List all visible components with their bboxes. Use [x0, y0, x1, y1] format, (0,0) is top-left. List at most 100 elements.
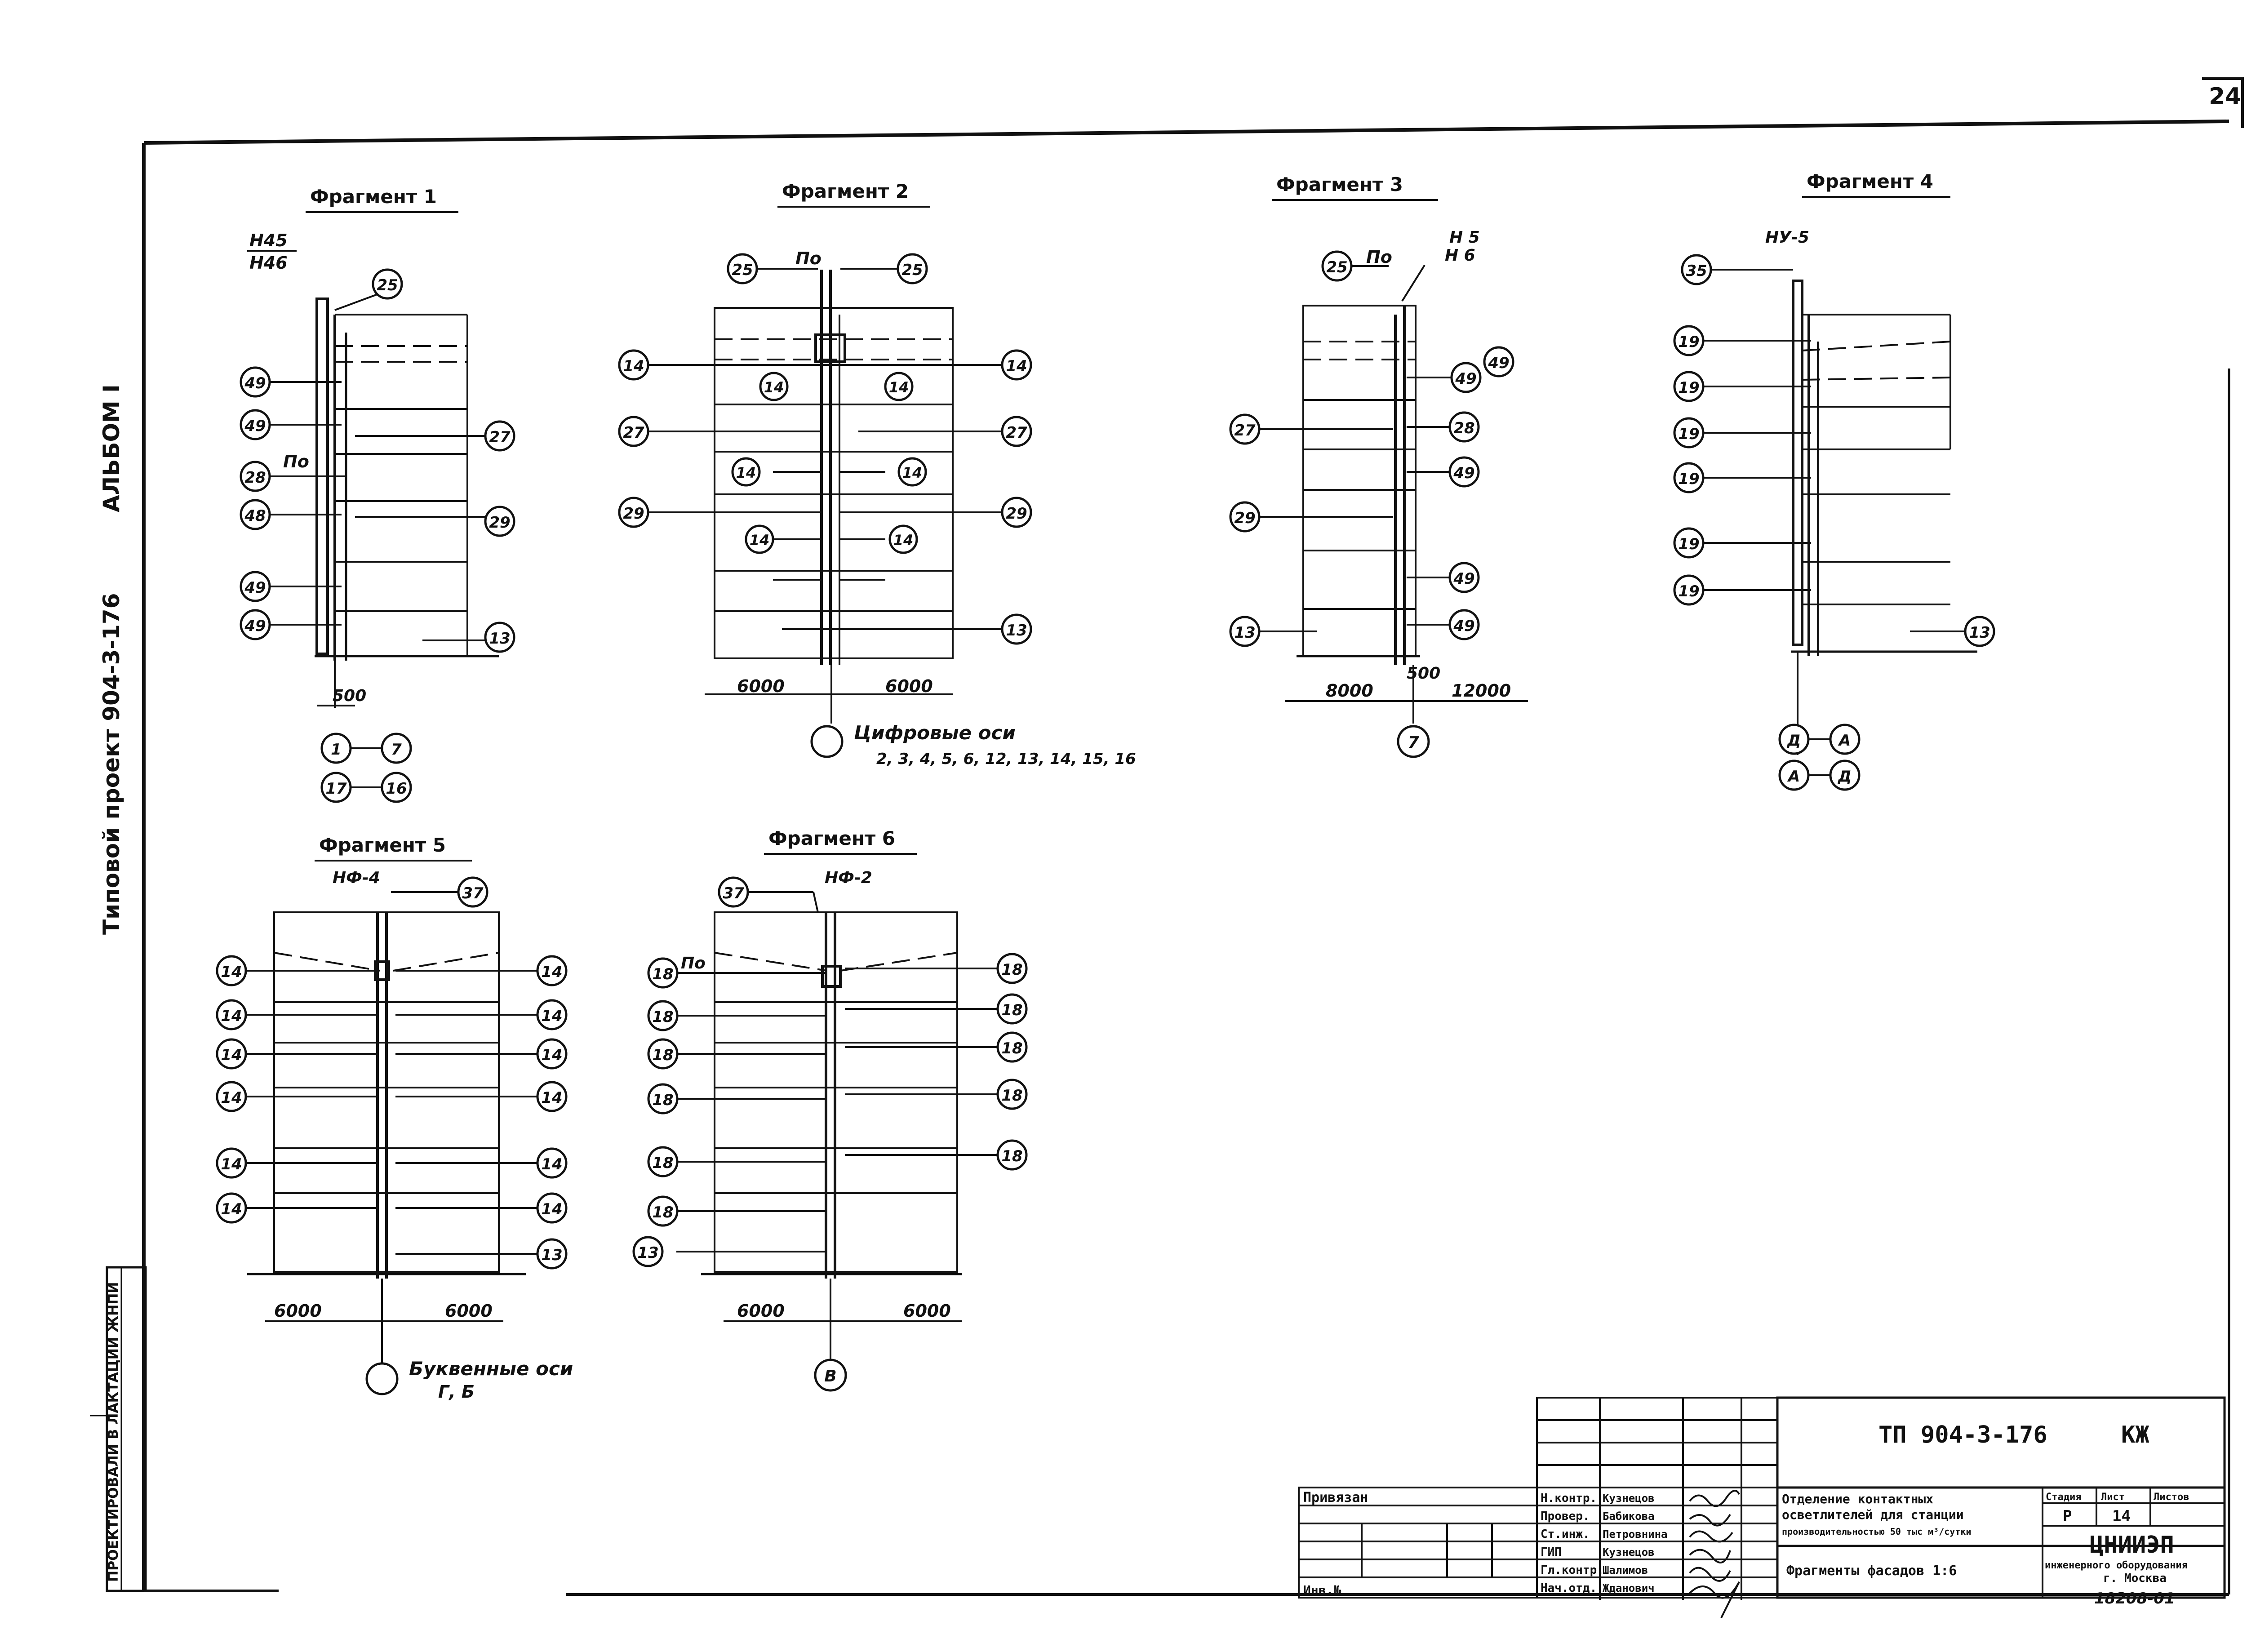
marker-label: 25 — [901, 261, 923, 279]
marker-label: 18 — [652, 1091, 673, 1109]
axis-label: 1 — [331, 741, 342, 759]
object-line: производительностью 50 тыс м³/сутки — [1782, 1526, 1971, 1537]
marker-label: 14 — [541, 1007, 562, 1025]
axis-label: 7 — [1408, 733, 1419, 752]
marker-label: 18 — [1001, 1147, 1022, 1165]
marker-label: 27 — [1234, 422, 1256, 440]
dimension-6000-right: 6000 — [445, 1301, 493, 1321]
marker-label: 14 — [221, 1200, 242, 1218]
marker-label: 13 — [1969, 624, 1990, 642]
axis-note: Цифровые оси — [854, 722, 1016, 744]
person-name: Кузнецов — [1603, 1492, 1655, 1505]
top-label-h6: Н 6 — [1445, 246, 1475, 265]
marker-label: 14 — [750, 532, 770, 549]
marker-label: 14 — [889, 379, 909, 396]
marker-label: 19 — [1678, 379, 1699, 397]
marker-label: 28 — [244, 469, 266, 487]
marker-label: 14 — [736, 464, 756, 481]
sheet-label: Лист — [2101, 1492, 2125, 1503]
po-label: По — [681, 954, 706, 973]
dimension-6000-right: 6000 — [903, 1301, 951, 1321]
marker-label: 14 — [893, 532, 914, 549]
top-label-ny5: НУ-5 — [1765, 228, 1809, 247]
dimension-500: 500 — [1407, 664, 1440, 683]
axis-label: 7 — [391, 741, 402, 759]
org-city: г. Москва — [2103, 1572, 2167, 1585]
marker-label: 27 — [623, 424, 644, 442]
marker-label: 25 — [732, 261, 753, 279]
left-markers: 35 19 19 19 19 19 19 — [1673, 254, 1712, 606]
marker-label: 29 — [623, 505, 644, 523]
left-markers: 25 14 27 29 — [618, 253, 758, 528]
fragment-3: Фрагмент 3 Н 5 Н 6 По 8000 50 — [1229, 173, 1528, 758]
top-label-h45: Н45 — [249, 231, 288, 250]
marker-label: 13 — [489, 630, 510, 648]
object-line: осветлителей для станции — [1782, 1507, 1964, 1522]
axis-marker — [814, 1359, 847, 1392]
marker-label: 28 — [1453, 419, 1474, 437]
axis-label: Д — [1787, 732, 1801, 750]
dimension-8000: 8000 — [1326, 681, 1373, 701]
dimension-6000-left: 6000 — [274, 1301, 322, 1321]
marker-label: 14 — [764, 379, 784, 396]
person-name: Петровнина — [1603, 1528, 1668, 1541]
po-label: По — [795, 249, 822, 268]
fragment-title: Фрагмент 4 — [1807, 170, 1933, 192]
po-label: По — [1366, 247, 1392, 267]
document-number: 18208-01 — [2094, 1590, 2175, 1608]
fragment-1: Фрагмент 1 Н45 Н46 По 500 — [240, 186, 515, 803]
facade-elevation — [315, 298, 499, 708]
object-line: Отделение контактных — [1782, 1492, 1933, 1506]
top-label-h5: Н 5 — [1449, 228, 1480, 247]
side-album-label: АЛЬБОМ I — [98, 384, 124, 512]
marker-label: 27 — [489, 428, 511, 446]
sheet-value: 14 — [2112, 1507, 2131, 1525]
facade-elevation — [701, 911, 962, 1362]
fragment-2: Фрагмент 2 По 6000 — [618, 180, 1136, 768]
role: Н.контр. — [1541, 1492, 1597, 1505]
axis-label: В — [824, 1367, 836, 1386]
fragment-title: Фрагмент 2 — [782, 180, 909, 202]
right-markers: 18 18 18 18 18 — [996, 953, 1028, 1171]
marker-label: 14 — [541, 1046, 562, 1064]
role: ГИП — [1541, 1545, 1562, 1559]
dimension-6000-right: 6000 — [885, 676, 933, 696]
axis-markers: Д А А Д — [1778, 724, 1861, 791]
fragment-4: Фрагмент 4 НУ-5 35 — [1673, 170, 1995, 791]
axis-marker — [1397, 725, 1430, 758]
marker-label: 49 — [1488, 354, 1509, 372]
dimension-6000-left: 6000 — [737, 676, 785, 696]
axis-label: А — [1787, 768, 1800, 786]
side-stamp-label: ПРОЕКТИРОВАЛИ В ЛАКТАЦИИ ЖНПИ — [106, 1282, 121, 1582]
marker-label: 25 — [1326, 258, 1347, 276]
project-code: ТП 904-3-176 — [1878, 1421, 2047, 1448]
sheet-number: 24 — [2209, 83, 2241, 110]
person-name: Шалимов — [1603, 1564, 1648, 1577]
left-markers: 14 14 14 14 14 14 — [216, 955, 247, 1224]
facade-elevation — [1791, 280, 1977, 755]
axis-label: 16 — [386, 780, 407, 798]
marker-label: 18 — [652, 1008, 673, 1026]
marker-label: 13 — [541, 1246, 562, 1264]
marker-label: 18 — [652, 1203, 673, 1221]
top-label-nf4: НФ-4 — [333, 869, 380, 887]
marker-label: 14 — [221, 963, 242, 981]
person-name: Кузнецов — [1603, 1546, 1655, 1559]
marker-label: 14 — [221, 1155, 242, 1173]
axis-note: Буквенные оси — [409, 1358, 573, 1380]
marker-label: 14 — [541, 963, 562, 981]
marker-label: 35 — [1686, 262, 1707, 280]
axis-label: Д — [1838, 768, 1852, 786]
dimension-12000: 12000 — [1452, 681, 1511, 701]
stage-label: Стадия — [2046, 1492, 2081, 1503]
marker-label: 19 — [1678, 425, 1699, 443]
org-subtitle: инженерного оборудования — [2045, 1560, 2188, 1571]
facade-elevation — [1285, 305, 1528, 724]
signatures — [1689, 1490, 1740, 1618]
axis-list: Г, Б — [438, 1382, 475, 1402]
fragment-title: Фрагмент 1 — [310, 186, 437, 208]
right-markers: 25 14 27 29 13 — [897, 253, 1032, 645]
facade-elevation — [705, 270, 954, 724]
axis-list: 2, 3, 4, 5, 6, 12, 13, 14, 15, 16 — [876, 750, 1136, 768]
